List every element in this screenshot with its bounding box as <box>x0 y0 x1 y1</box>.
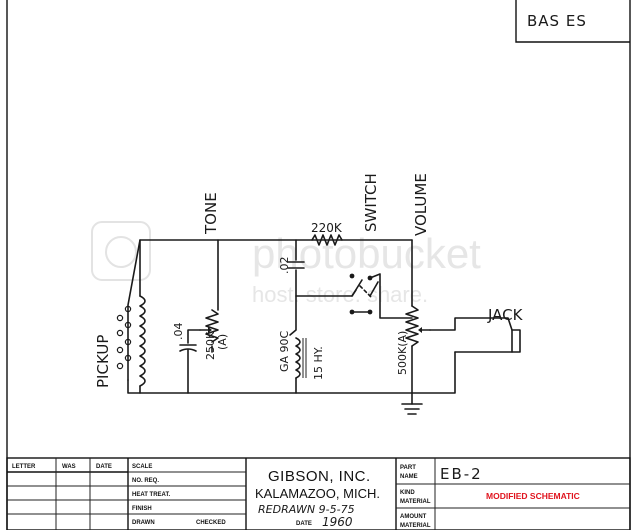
drawn-label: DRAWN <box>132 520 155 526</box>
tone-cap <box>179 329 201 394</box>
finish-label: FINISH <box>132 506 152 512</box>
watermark-tagline: host. store. share. <box>252 282 428 307</box>
date-label: DATE <box>296 521 312 527</box>
jack-label: JACK <box>487 306 524 324</box>
volume-pot-value: 500K(A) <box>396 331 409 375</box>
tone-cap-value: .04 <box>172 323 185 341</box>
col-date: DATE <box>96 464 112 470</box>
output-jack <box>454 317 521 353</box>
date-value: 1960 <box>322 515 353 529</box>
part-name-value: EB-2 <box>440 465 483 483</box>
redrawn-date: REDRAWN 9-5-75 <box>258 503 355 516</box>
title-block: LETTER WAS DATE SCALE NO. REQ. HEAT TREA… <box>6 457 631 530</box>
choke-inductance: 15 HY. <box>312 346 325 380</box>
modified-schematic-note: MODIFIED SCHEMATIC <box>486 491 580 501</box>
part-label-2: NAME <box>400 474 418 480</box>
tone-label: TONE <box>202 192 220 235</box>
company-name: GIBSON, INC. <box>268 468 371 485</box>
kind-label-1: KIND <box>400 490 415 496</box>
pickup-label: PICKUP <box>94 335 112 388</box>
scale-label: SCALE <box>132 464 152 470</box>
volume-pot <box>405 239 501 394</box>
checked-label: CHECKED <box>196 520 226 526</box>
kind-label-2: MATERIAL <box>400 499 431 505</box>
corner-label: BAS ES <box>527 12 587 30</box>
corner-label-box: BAS ES <box>515 0 630 43</box>
pickup-coil <box>116 239 146 394</box>
heat-treat-label: HEAT TREAT. <box>132 492 170 498</box>
pickup-pole-pieces <box>116 305 132 370</box>
part-label-1: PART <box>400 465 416 471</box>
choke-coil <box>289 295 307 394</box>
ground-bus-wire <box>127 351 456 394</box>
switch: SWITCH <box>349 173 413 319</box>
company-city: KALAMAZOO, MICH. <box>255 486 380 501</box>
bright-cap-value: .02 <box>278 257 291 275</box>
resistor-220k <box>311 234 343 246</box>
tone-pot <box>199 309 219 353</box>
no-req-label: NO. REQ. <box>132 478 159 484</box>
watermark: photobucket host. store. share. <box>91 221 481 307</box>
col-letter: LETTER <box>12 464 36 470</box>
choke-part-number: GA 90C <box>278 330 291 372</box>
resistor-220k-value: 220K <box>311 221 343 235</box>
tone-pot-value: 250K <box>204 331 217 360</box>
col-was: WAS <box>62 464 76 470</box>
switch-label: SWITCH <box>362 173 380 232</box>
watermark-brand: photobucket <box>252 230 481 277</box>
amount-label-2: MATERIAL <box>400 523 431 529</box>
volume-label: VOLUME <box>412 173 430 236</box>
ground-symbol <box>401 392 423 415</box>
drawing-frame <box>6 0 631 530</box>
tone-pot-taper: (A) <box>216 334 229 350</box>
amount-label-1: AMOUNT <box>400 514 427 520</box>
circuit: PICKUP TONE 250K (A) .04 .02 <box>94 173 524 415</box>
